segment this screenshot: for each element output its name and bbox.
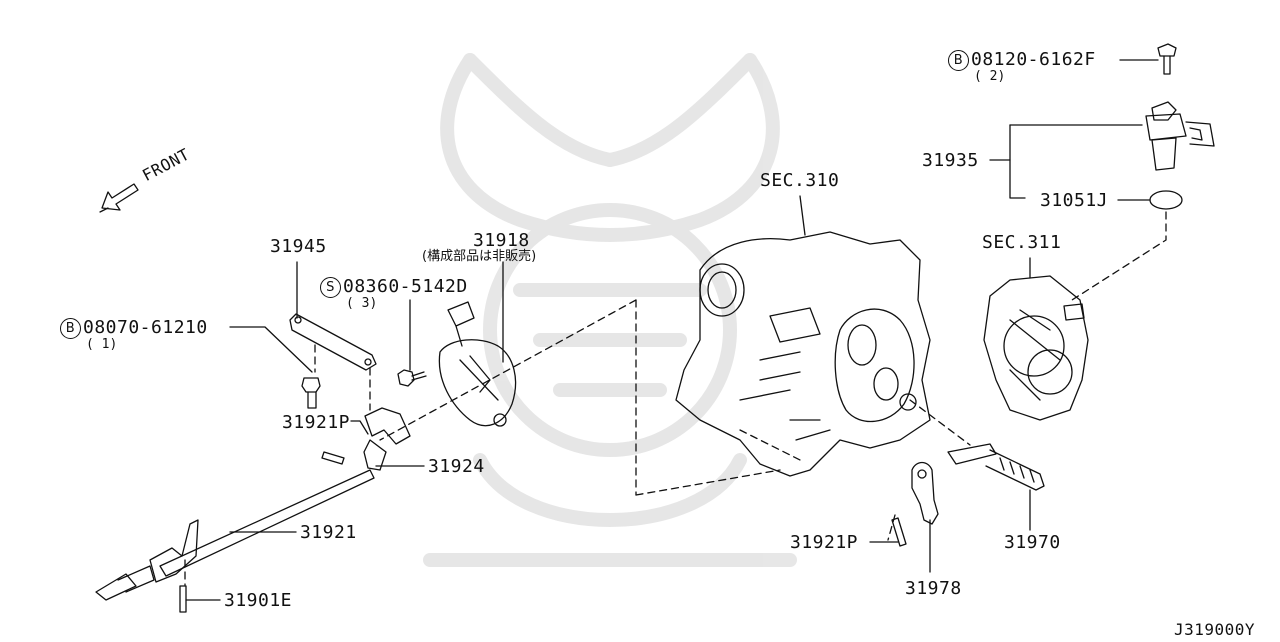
label-31935[interactable]: 31935 bbox=[922, 150, 979, 171]
part-31978-lever[interactable] bbox=[911, 461, 939, 525]
watermark-emblem bbox=[423, 53, 797, 567]
part-31921-shaft[interactable] bbox=[95, 469, 375, 601]
bolt-symbol-icon: B bbox=[948, 50, 969, 71]
sec-310-transmission-case[interactable] bbox=[675, 231, 931, 477]
bolt-08120-qty: ( 2) bbox=[974, 69, 1006, 84]
bolt-08070-qty: ( 1) bbox=[86, 337, 118, 352]
label-31921P-left[interactable]: 31921P bbox=[282, 412, 351, 433]
part-number-08070: 08070-61210 bbox=[83, 317, 208, 338]
screw-08360-qty: ( 3) bbox=[346, 296, 378, 311]
label-31918-note: (構成部品は非販売) bbox=[422, 249, 537, 264]
part-31921P-pin-right[interactable] bbox=[891, 517, 907, 547]
part-08120-bolt[interactable] bbox=[1157, 43, 1177, 75]
sec-311-converter-housing[interactable] bbox=[983, 275, 1089, 421]
part-08360-screw[interactable] bbox=[397, 369, 427, 387]
label-31945[interactable]: 31945 bbox=[270, 236, 327, 257]
diagram-code: J319000Y bbox=[1174, 620, 1256, 639]
label-31924[interactable]: 31924 bbox=[428, 456, 485, 477]
label-sec-311[interactable]: SEC.311 bbox=[982, 232, 1062, 253]
label-31921P-right[interactable]: 31921P bbox=[790, 532, 859, 553]
part-31918-inhibitor-switch[interactable] bbox=[438, 301, 517, 427]
label-31918[interactable]: 31918 bbox=[473, 230, 530, 251]
screw-symbol-icon: S bbox=[320, 277, 341, 298]
part-31970-cable-bracket[interactable] bbox=[947, 443, 1045, 491]
part-31924-lever[interactable] bbox=[363, 407, 411, 471]
label-31901E[interactable]: 31901E bbox=[224, 590, 293, 611]
part-08070-bolt[interactable] bbox=[301, 377, 321, 409]
bolt-symbol-icon: B bbox=[60, 318, 81, 339]
label-31051J[interactable]: 31051J bbox=[1040, 190, 1109, 211]
part-number-08360: 08360-5142D bbox=[343, 276, 468, 297]
label-31970[interactable]: 31970 bbox=[1004, 532, 1061, 553]
part-31935-speed-sensor[interactable] bbox=[1145, 101, 1215, 171]
label-31978[interactable]: 31978 bbox=[905, 578, 962, 599]
part-31921P-pin-left[interactable] bbox=[321, 451, 345, 465]
part-31901E-pin[interactable] bbox=[179, 585, 187, 613]
part-31945-bracket[interactable] bbox=[289, 313, 377, 371]
leader-lines bbox=[185, 59, 1159, 601]
assembly-dashed-lines bbox=[184, 211, 1167, 586]
label-sec-310[interactable]: SEC.310 bbox=[760, 170, 840, 191]
label-31921[interactable]: 31921 bbox=[300, 522, 357, 543]
front-arrow-icon bbox=[99, 183, 139, 213]
part-number-08120: 08120-6162F bbox=[971, 49, 1096, 70]
part-31051J-o-ring[interactable] bbox=[1149, 190, 1183, 210]
